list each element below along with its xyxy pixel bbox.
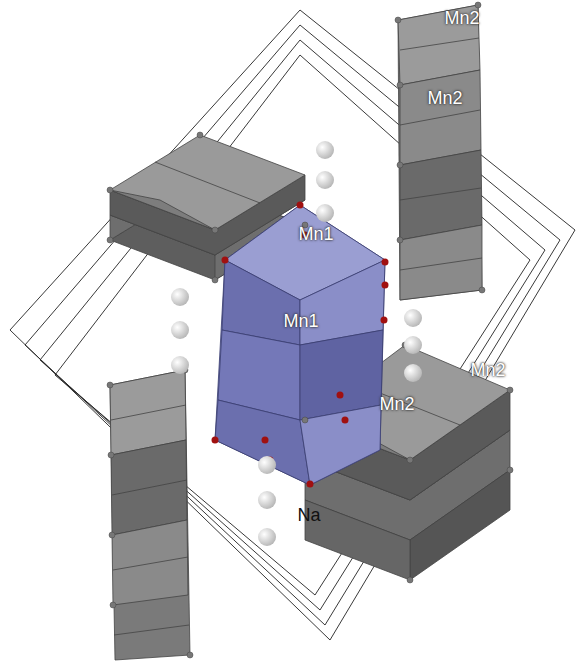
mn1-octahedra [215, 205, 385, 485]
atom-label: Mn1 [283, 311, 318, 331]
oxygen-atom [212, 202, 389, 488]
atom-label: Mn2 [427, 88, 462, 108]
atom-label: Mn1 [298, 224, 333, 244]
atom-label: Mn2 [470, 360, 505, 380]
mn2-octahedra [110, 370, 190, 660]
mn2-octahedra [398, 5, 482, 300]
oxygen-atom [107, 2, 513, 658]
atom-label: Mn2 [444, 8, 479, 28]
unit-cell [10, 10, 575, 640]
sodium-atom [171, 141, 422, 546]
atom-label: Mn2 [379, 394, 414, 414]
atom-label: Na [297, 505, 320, 525]
